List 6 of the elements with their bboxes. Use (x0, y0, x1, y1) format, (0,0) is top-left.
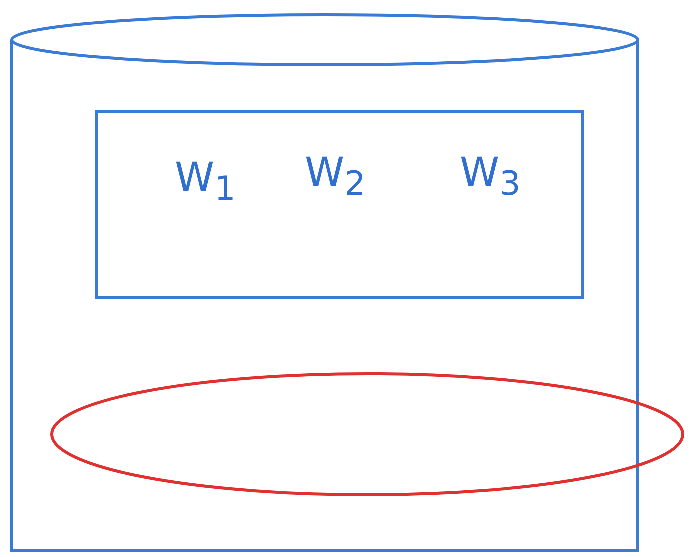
word-box (95, 110, 585, 300)
variable-label: W$_{3}$ (460, 150, 521, 203)
variable-label: W$_{1}$ (175, 155, 236, 208)
container-cylinder (10, 15, 640, 555)
ellipse-outline (50, 372, 685, 497)
variable-label: W$_{2}$ (305, 150, 366, 203)
